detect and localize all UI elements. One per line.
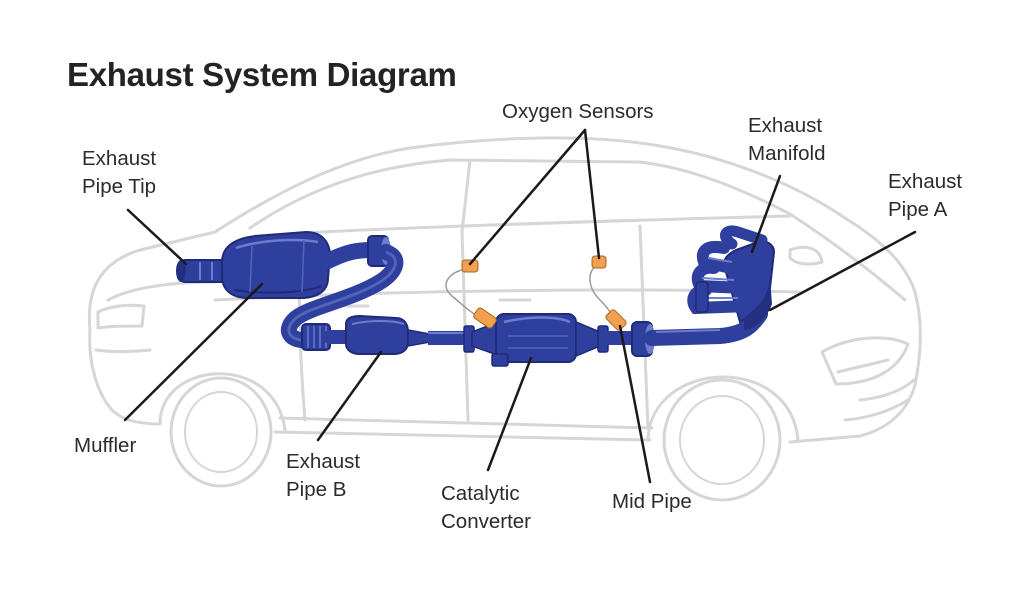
label-exhaust-pipe-tip: Exhaust Pipe Tip [82,145,156,201]
oxygen-sensor-upstream [445,259,497,329]
diagram-title: Exhaust System Diagram [67,56,457,93]
label-oxygen-sensors-text: Oxygen Sensors [502,100,654,123]
label-exhaust-manifold-line1: Exhaust [748,114,823,137]
leader-exhaust-pipe-a [768,230,917,312]
muffler-outlet-pipe [318,242,380,270]
exhaust-pipe-tip-part [176,259,227,283]
leader-lines [123,128,917,484]
oxygen-sensor-downstream [589,255,627,331]
label-exhaust-manifold-line2: Manifold [748,142,826,165]
leader-exhaust-pipe-b [316,350,383,442]
label-catalytic-converter-line1: Catalytic [441,482,520,505]
label-muffler: Muffler [74,432,136,460]
label-mid-pipe: Mid Pipe [612,488,692,516]
resonator-part [345,314,431,355]
exhaust-manifold-part [687,225,776,330]
leader-muffler [123,282,264,422]
label-muffler-text: Muffler [74,434,137,457]
leader-exhaust-pipe-tip [126,208,188,266]
label-exhaust-pipe-a-line2: Pipe A [888,198,948,221]
label-mid-pipe-text: Mid Pipe [612,490,692,513]
leader-mid-pipe [618,324,652,484]
label-oxygen-sensors: Oxygen Sensors [502,98,654,126]
label-exhaust-pipe-a-line1: Exhaust [888,170,963,193]
exhaust-system [176,225,776,367]
label-exhaust-pipe-b-line2: Pipe B [286,478,347,501]
leader-oxygen-sensor-1 [468,128,587,266]
label-exhaust-pipe-a: Exhaust Pipe A [888,168,962,224]
label-catalytic-converter: Catalytic Converter [441,480,531,536]
label-exhaust-pipe-tip-line2: Pipe Tip [82,175,157,198]
label-exhaust-pipe-tip-line1: Exhaust [82,147,157,170]
label-exhaust-pipe-b: Exhaust Pipe B [286,448,360,504]
flex-section [301,323,331,351]
leader-oxygen-sensor-2 [583,128,601,260]
leader-exhaust-manifold [750,174,782,254]
leader-catalytic-converter [486,356,533,472]
label-exhaust-manifold: Exhaust Manifold [748,112,826,168]
muffler-part [221,230,332,299]
label-exhaust-pipe-b-line1: Exhaust [286,450,361,473]
label-catalytic-converter-line2: Converter [441,510,532,533]
